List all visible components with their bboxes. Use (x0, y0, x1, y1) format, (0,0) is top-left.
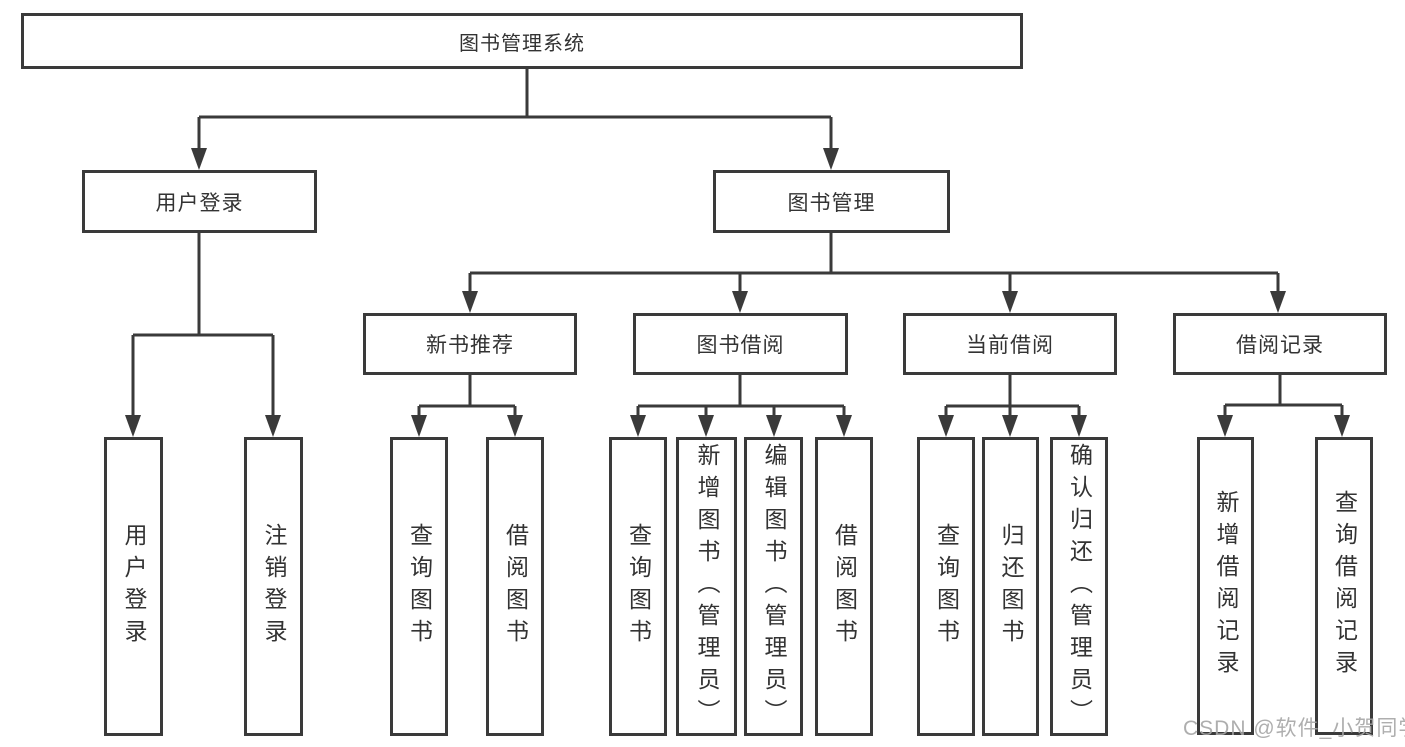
connector-current-borrow-branch (944, 375, 1081, 417)
arrow-down-icon (1217, 415, 1233, 437)
arrow-down-icon (125, 415, 141, 437)
node-borrow-record: 借阅记录 (1173, 313, 1387, 375)
node-leaf-user-login: 用户登录 (104, 437, 163, 736)
node-current-borrow: 当前借阅 (903, 313, 1117, 375)
node-user-login: 用户登录 (82, 170, 317, 233)
arrow-down-icon (698, 415, 714, 437)
arrowhead-icons (125, 148, 1350, 437)
arrow-down-icon (265, 415, 281, 437)
node-book-management: 图书管理 (713, 170, 950, 233)
arrow-down-icon (1270, 291, 1286, 313)
connector-user-login-branch (131, 233, 275, 417)
node-leaf-add-book-admin: 新增图书（管理员） (676, 437, 737, 736)
arrow-down-icon (1002, 291, 1018, 313)
arrow-down-icon (823, 148, 839, 170)
arrow-down-icon (191, 148, 207, 170)
arrow-down-icon (462, 291, 478, 313)
arrow-down-icon (766, 415, 782, 437)
arrow-down-icon (732, 291, 748, 313)
node-leaf-query-book-recommend: 查询图书 (390, 437, 448, 736)
node-leaf-query-borrow-record: 查询借阅记录 (1315, 437, 1373, 735)
node-new-book-recommend: 新书推荐 (363, 313, 577, 375)
node-leaf-logout: 注销登录 (244, 437, 303, 736)
node-leaf-query-book-borrow: 查询图书 (609, 437, 667, 736)
node-leaf-edit-book-admin: 编辑图书（管理员） (744, 437, 803, 736)
arrow-down-icon (938, 415, 954, 437)
connector-borrow-record-branch (1223, 375, 1344, 417)
arrow-down-icon (1071, 415, 1087, 437)
arrow-down-icon (630, 415, 646, 437)
arrow-down-icon (411, 415, 427, 437)
node-root-system: 图书管理系统 (21, 13, 1023, 69)
connector-book-mgmt-branch (468, 233, 1280, 293)
node-leaf-borrow-book-recommend: 借阅图书 (486, 437, 544, 736)
node-leaf-confirm-return-admin: 确认归还（管理员） (1050, 437, 1108, 736)
arrow-down-icon (507, 415, 523, 437)
node-leaf-borrow-book: 借阅图书 (815, 437, 873, 736)
node-leaf-return-book: 归还图书 (982, 437, 1039, 736)
connector-book-borrow-branch (636, 375, 846, 417)
node-leaf-add-borrow-record: 新增借阅记录 (1197, 437, 1254, 735)
node-leaf-query-book-current: 查询图书 (917, 437, 975, 736)
arrow-down-icon (836, 415, 852, 437)
watermark: CSDN @软件_小贺同学 (1183, 717, 1405, 740)
arrow-down-icon (1334, 415, 1350, 437)
connector-new-book-branch (417, 375, 517, 417)
connector-root-to-level2 (197, 69, 833, 150)
arrow-down-icon (1002, 415, 1018, 437)
node-book-borrow: 图书借阅 (633, 313, 848, 375)
